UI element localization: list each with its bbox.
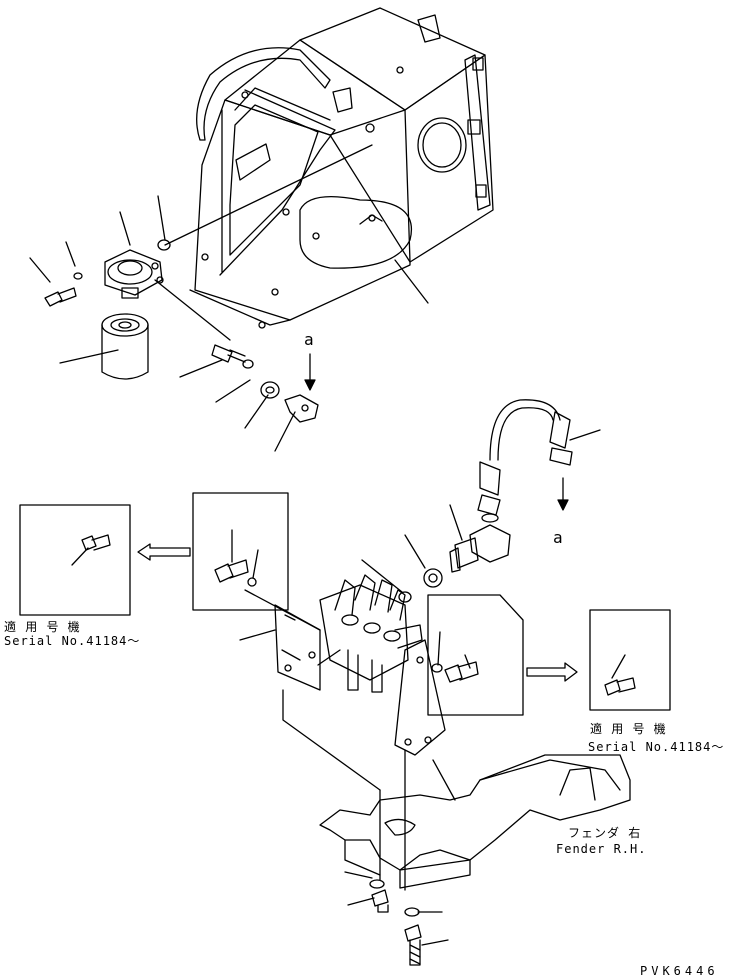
fender-label-en: Fender R.H.	[556, 842, 647, 856]
detail-box-right-outer	[589, 609, 671, 711]
callout-label-a-top: a	[304, 330, 315, 349]
applicable-serial-label-left-en: Serial No.41184～	[4, 634, 141, 648]
filter-head	[104, 249, 164, 299]
applicable-serial-label-right-en: Serial No.41184～	[588, 740, 725, 754]
callout-arrow-right	[557, 477, 569, 511]
arrow-left	[137, 543, 191, 561]
callout-label-a-right: a	[553, 528, 564, 547]
control-valve	[317, 574, 423, 693]
detail-box-right-inner	[427, 594, 524, 716]
fender-label-jp: フェンダ 右	[568, 826, 642, 840]
applicable-serial-label-right-jp: 適 用 号 機	[590, 722, 667, 736]
bracket-left	[239, 604, 321, 691]
leader-lines-top	[29, 144, 429, 452]
detail-box-left-inner	[192, 492, 321, 631]
drawing-number: PVK6446	[640, 964, 719, 978]
hydraulic-hose	[477, 399, 601, 523]
frame-housing	[189, 7, 494, 329]
connection-lines	[282, 689, 406, 891]
fender-rh	[319, 754, 631, 889]
detail-box-left-outer	[19, 504, 131, 616]
callout-arrow-top	[304, 353, 316, 391]
filter-bolt	[44, 272, 83, 307]
elbow-fitting	[361, 504, 511, 603]
filter-cartridge	[101, 313, 149, 380]
bottom-hardware	[344, 789, 449, 966]
arrow-right	[526, 662, 578, 682]
connector-fittings-top	[157, 239, 319, 423]
bracket-right	[394, 639, 456, 801]
applicable-serial-label-left-jp: 適 用 号 機	[4, 620, 81, 634]
